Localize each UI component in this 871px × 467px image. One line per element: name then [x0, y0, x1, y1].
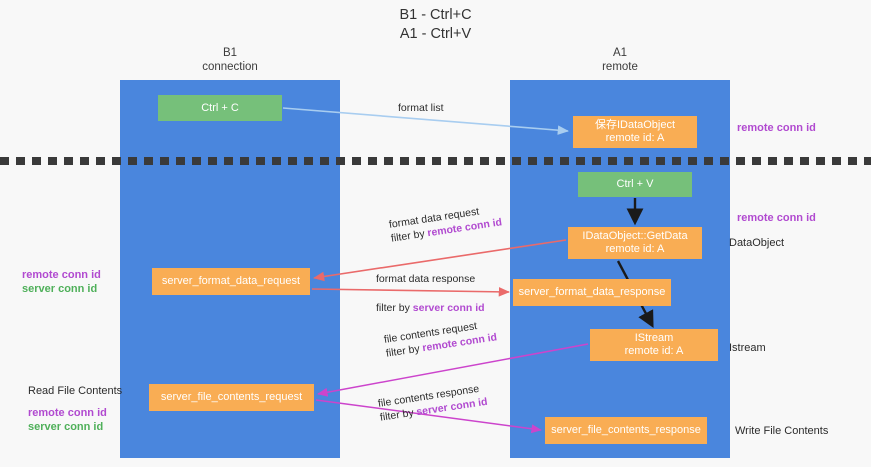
annotation-left-middle-remote: remote conn id — [22, 269, 101, 281]
filter-prefix: filter by — [390, 227, 429, 245]
filter-prefix: filter by — [376, 302, 413, 314]
annotation-write-file-contents: Write File Contents — [735, 424, 828, 438]
annotation-remote-conn-id-middle-text: remote conn id — [737, 212, 816, 224]
annotation-remote-conn-id-middle: remote conn id — [737, 211, 816, 225]
edge-label-format-list: format list — [398, 101, 444, 115]
annotation-remote-conn-id-top: remote conn id — [737, 121, 816, 135]
annotation-istream: Istream — [729, 341, 766, 355]
lane-a1-bottom — [510, 161, 730, 458]
box-istream-line2: remote id: A — [624, 345, 684, 357]
box-server-file-contents-response-label: server_file_contents_response — [551, 424, 701, 436]
annotation-write-file-contents-text: Write File Contents — [735, 425, 829, 437]
box-getdata-line1: IDataObject::GetData — [582, 230, 688, 242]
annotation-left-middle: remote conn id server conn id — [22, 268, 117, 296]
box-istream[interactable]: IStream remote id: A — [590, 329, 718, 361]
column-header-b1: B1 connection — [202, 47, 258, 73]
box-ctrl-v-line1: Ctrl + V — [616, 178, 654, 190]
annotation-remote-conn-id-top-text: remote conn id — [737, 122, 816, 134]
annotation-dataobject: DataObject — [729, 236, 784, 250]
edge-label-file-contents-response: file contents response filter by server … — [377, 381, 488, 425]
box-save-idataobject-line2: remote id: A — [605, 132, 665, 144]
box-save-idataobject[interactable]: 保存IDataObject remote id: A — [573, 116, 697, 148]
annotation-left-middle-server: server conn id — [22, 283, 98, 295]
edge-label-format-data-response-line1: format data response — [376, 273, 476, 285]
box-idataobject-getdata[interactable]: IDataObject::GetData remote id: A — [568, 227, 702, 259]
annotation-left-bottom-server: server conn id — [28, 421, 104, 433]
box-server-format-data-request[interactable]: server_format_data_request — [152, 268, 310, 295]
annotation-left-bottom-remote: remote conn id — [28, 407, 107, 419]
annotation-dataobject-text: DataObject — [729, 237, 785, 249]
box-save-idataobject-line1: 保存IDataObject — [594, 119, 676, 131]
filter-prefix: filter by — [385, 342, 424, 360]
box-ctrl-c-line1: Ctrl + C — [201, 101, 239, 114]
column-header-a1: A1 remote — [602, 47, 638, 73]
annotation-left-bottom: Read File Contents remote conn id server… — [28, 384, 123, 434]
box-ctrl-c[interactable]: Ctrl + C — [158, 95, 282, 121]
box-server-format-data-request-label: server_format_data_request — [161, 275, 301, 287]
box-server-format-data-response[interactable]: server_format_data_response — [513, 279, 671, 306]
box-server-file-contents-request-label: server_file_contents_request — [160, 391, 303, 403]
filter-prefix: filter by — [379, 406, 418, 424]
edge-label-file-contents-request: file contents request filter by remote c… — [383, 316, 498, 360]
box-istream-line1: IStream — [634, 332, 674, 344]
edge-label-format-data-response-filter: filter by server conn id — [376, 301, 485, 315]
edge-label-format-data-response: format data response filter by server co… — [376, 272, 485, 315]
box-server-file-contents-request[interactable]: server_file_contents_request — [149, 384, 314, 411]
box-server-file-contents-response[interactable]: server_file_contents_response — [545, 417, 707, 444]
edge-label-format-data-request: format data request filter by remote con… — [388, 201, 503, 245]
box-ctrl-v[interactable]: Ctrl + V — [578, 172, 692, 197]
lane-b1-bottom — [120, 161, 340, 458]
diagram-title: B1 - Ctrl+C A1 - Ctrl+V — [399, 7, 472, 42]
annotation-read-file-contents: Read File Contents — [28, 385, 123, 397]
annotation-istream-text: Istream — [729, 342, 766, 354]
box-server-format-data-response-label: server_format_data_response — [518, 286, 666, 298]
section-divider — [0, 157, 871, 165]
box-getdata-line2: remote id: A — [605, 243, 665, 255]
edge-label-format-list-text: format list — [398, 102, 444, 114]
filter-key-server-conn-id: server conn id — [412, 302, 485, 314]
